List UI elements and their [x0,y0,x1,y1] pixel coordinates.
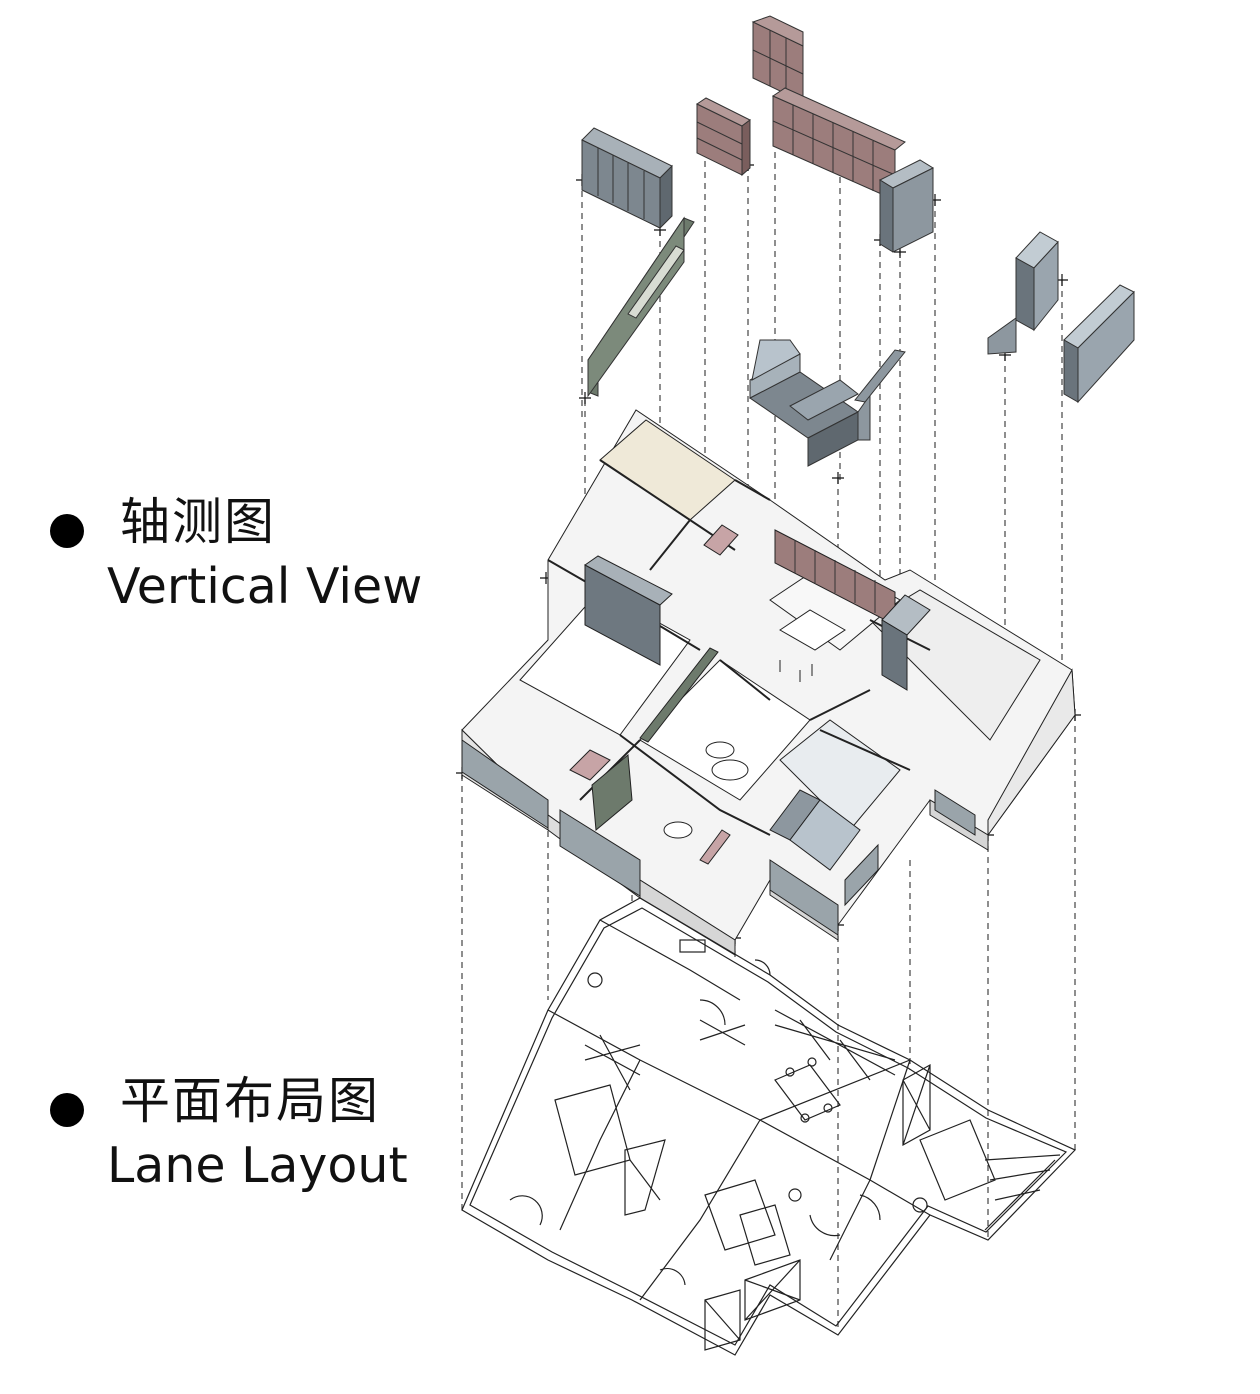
projection-lines [461,130,1076,1330]
apartment-axonometric [461,409,1076,956]
bullet-icon [50,1093,84,1127]
pink-storage-wall [771,87,906,201]
plan-label-en: Lane Layout [107,1137,408,1194]
plan-label-cn: 平面布局图 [120,1072,380,1130]
grey-tall-cabinet [878,159,935,253]
bedside-unit-a [987,231,1059,355]
pink-cabinet-small [695,97,751,177]
axonometric-label-en: Vertical View [107,558,423,615]
floor-plan-drawing [461,897,1077,1356]
axonometric-label-cn: 轴测图 [120,493,276,551]
grey-wardrobe-left [581,127,673,230]
bed-frame-upholstered [749,339,906,467]
green-partition-panel [587,216,695,398]
bedside-unit-b [1063,284,1135,404]
pink-wall-shelf-top [751,15,804,103]
bullet-icon [50,514,84,548]
